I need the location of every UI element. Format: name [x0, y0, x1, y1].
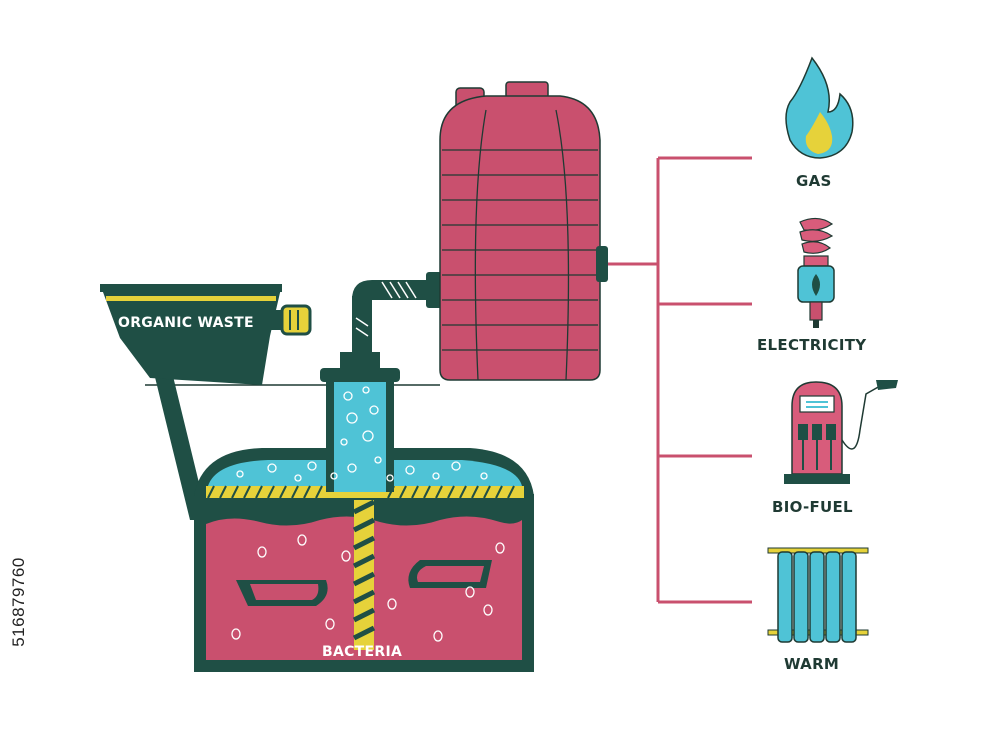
- organic-waste-hopper: ORGANIC WASTE: [100, 284, 312, 520]
- output-gas: GAS: [785, 56, 854, 190]
- output-warm: WARM: [767, 547, 869, 673]
- output-bio-fuel: BIO-FUEL: [772, 380, 898, 516]
- fuel-pump-icon: [784, 380, 898, 484]
- organic-waste-label: ORGANIC WASTE: [118, 315, 254, 331]
- bio-fuel-label: BIO-FUEL: [772, 498, 853, 516]
- electricity-label: ELECTRICITY: [757, 336, 867, 354]
- gas-pipe: [352, 272, 442, 356]
- digester-tank: BACTERIA: [194, 448, 534, 672]
- warm-label: WARM: [784, 655, 839, 673]
- stock-id-text: 516879760: [9, 557, 28, 647]
- stock-id: 516879760: [4, 500, 30, 710]
- radiator-icon: [767, 547, 869, 643]
- output-electricity: ELECTRICITY: [757, 217, 867, 354]
- gas-column: [236, 352, 488, 492]
- gas-label: GAS: [796, 172, 832, 190]
- distribution-lines: [608, 156, 752, 604]
- gas-flame-icon: [785, 56, 854, 159]
- bacteria-label: BACTERIA: [322, 644, 402, 660]
- light-bulb-plug-icon: [797, 217, 835, 328]
- gas-storage-tank: [439, 81, 608, 381]
